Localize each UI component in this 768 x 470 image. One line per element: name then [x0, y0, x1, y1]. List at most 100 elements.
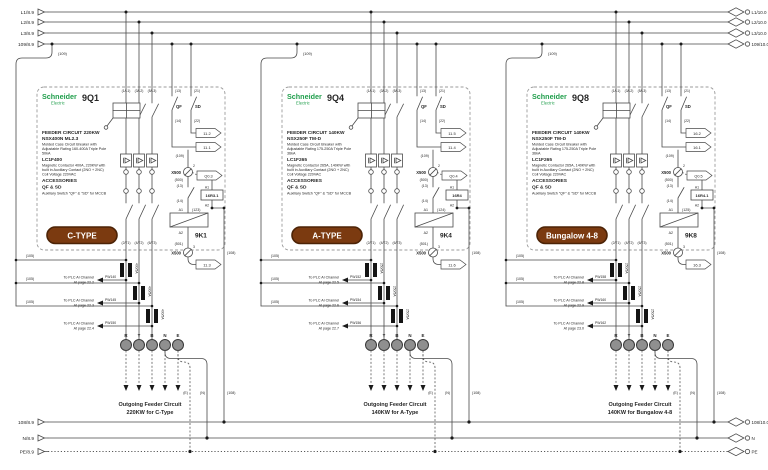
plc-wire: PW150 [105, 321, 116, 325]
contact-pin-top: (13) [177, 184, 183, 188]
pin-label: (3/L2) [135, 89, 144, 93]
block-wiring [503, 9, 717, 454]
outgoing-caption: Outgoing Feeder Circuit [119, 402, 182, 408]
relay-tag: 16R4.1 [696, 193, 710, 198]
aux-sd-pin-bottom: (22) [439, 119, 445, 123]
contactor-desc: built in Auxiliary Contact (2NO + 2NC) [287, 168, 349, 172]
pin-label: (5/L3) [638, 89, 647, 93]
wire-e-label: (E) [183, 391, 188, 395]
breaker-desc: Molded Case Circuit Breaker with [532, 143, 587, 147]
relay-a1: A1 [450, 186, 454, 190]
plc-ref: At page 22.3 [74, 304, 94, 308]
wire-n-label: (N) [200, 391, 205, 395]
brand-logo-sub: Electric [296, 101, 310, 106]
pin-label: (5/L3) [148, 89, 157, 93]
terminal-letter: E [667, 333, 670, 338]
offpage-flag-return: 11.3 [203, 262, 211, 267]
relay-tag: 16R4 [452, 193, 462, 198]
terminal-x500: X500 [661, 251, 671, 256]
accessories-title: ACCESSORIES [532, 178, 568, 184]
accessories-item: QF & SD [287, 185, 307, 191]
type-badge: Bungalow 4-8 [546, 232, 599, 241]
contactor-desc: Magnetic Contactor 265A, 140KW with [287, 164, 350, 168]
wire-108-label: (108) [472, 251, 480, 255]
bus-label: L2/8.9 [21, 20, 35, 26]
offpage-flag-upper: 11.5 [448, 131, 456, 136]
accessories-desc: Auxiliary Switch "QF" & "SD" for MCCB [532, 192, 597, 196]
offpage-flag-upper: 16.2 [693, 131, 702, 136]
plc-ref: To PLC AI Channel [64, 276, 95, 280]
offpage-flag-lower: 16.1 [693, 145, 702, 150]
accessories-desc: Auxiliary Switch "QF" & "SD" for MCCB [287, 192, 352, 196]
ct-label: 250/5A [380, 263, 384, 274]
x500-pin: 2 [683, 164, 685, 168]
ct-label: 400/5A [161, 309, 165, 320]
contactor-desc: Magnetic Contactor 400A, 220KW with [42, 164, 105, 168]
wire-feed-label: (109) [176, 154, 184, 158]
offpage-flag-q: Q0.4 [449, 174, 457, 178]
plc-wire: PW145 [105, 298, 116, 302]
breaker-tag: 9Q4 [327, 93, 344, 103]
aux-qf-pin-bottom: (14) [175, 119, 181, 123]
plc-ref: At page 22.8 [564, 281, 584, 285]
breaker-desc: 50kA [42, 152, 51, 156]
coil-a1: A1 [424, 208, 428, 212]
wire-501: (501) [420, 242, 428, 246]
terminal-letter: B [150, 333, 153, 338]
wire-feed-label: (109) [421, 154, 429, 158]
terminal-x500: X500 [416, 170, 426, 175]
terminal-x500: X500 [661, 170, 671, 175]
accessories-title: ACCESSORIES [42, 178, 78, 184]
bus-label: L1/8.9 [21, 10, 35, 16]
breaker-model: NSX400N ML2.3 [42, 136, 79, 142]
offpage-flag-q: Q0.5 [694, 174, 702, 178]
pin-label: (1/L1) [367, 89, 376, 93]
aux-sd-pin-top: (21) [439, 89, 445, 93]
ct-label: 400/5A [148, 286, 152, 297]
bus-labels-left: L1/8.9 L2/8.9 L3/8.9 109/8.9 108/8.9 N/8… [18, 8, 49, 455]
wire-108-label: (108) [472, 391, 480, 395]
terminal-letter: N [653, 333, 656, 338]
plc-ref: To PLC AI Channel [554, 299, 585, 303]
plc-ref: At page 22.6 [319, 304, 339, 308]
feeder-title: FEEDER CIRCUIT 220KW [42, 130, 100, 136]
brand-logo: Schneider [287, 92, 322, 101]
aux-qf-pin-top: (13) [175, 89, 181, 93]
plc-wire: PW152 [350, 275, 361, 279]
contactor-model: LC1F400 [42, 157, 62, 163]
contactor-desc: Magnetic Contactor 265A, 140KW with [532, 164, 595, 168]
terminal-x500: X500 [171, 251, 181, 256]
plc-wire: PW156 [350, 321, 361, 325]
outgoing-caption: Outgoing Feeder Circuit [364, 402, 427, 408]
offpage-flag-upper: 11.2 [203, 131, 211, 136]
ct-label: 250/5A [393, 286, 397, 297]
breaker-model: NSX250F TM-D [287, 136, 322, 142]
bus-label: L1/10.0 [752, 10, 768, 15]
plc-wire: PW140 [105, 275, 116, 279]
wire-105-label: (105) [26, 254, 34, 258]
ct-label: 250/5A [625, 263, 629, 274]
wire-105-label: (105) [516, 277, 524, 281]
contact-pin-top: (13) [667, 184, 673, 188]
block-wiring [258, 9, 472, 454]
wire-n-label: (N) [690, 391, 695, 395]
outgoing-caption: Outgoing Feeder Circuit [609, 402, 672, 408]
breaker-model: NSX250F TM-D [532, 136, 567, 142]
pin-label: (6/T3) [637, 241, 646, 245]
plc-ref: To PLC AI Channel [309, 299, 340, 303]
coil-pin: (125) [682, 208, 690, 212]
ct-label: 400/5A [135, 263, 139, 274]
aux-sd-name: SD [440, 104, 446, 109]
x500-pin: 2 [193, 164, 195, 168]
aux-qf-pin-top: (13) [420, 89, 426, 93]
breaker-desc: Adjustable Rating 160-400A Triple Pole [42, 147, 106, 151]
pin-label: (3/L2) [625, 89, 634, 93]
contactor-model: LC1F265 [287, 157, 307, 163]
wire-109-label: (109) [303, 52, 313, 56]
breaker-tag: 9Q1 [82, 93, 99, 103]
bus-label: 108/8.9 [18, 420, 34, 426]
contact-pin-bottom: (14) [667, 199, 673, 203]
wire-108-label: (108) [717, 251, 725, 255]
wire-e-label: (E) [673, 391, 678, 395]
